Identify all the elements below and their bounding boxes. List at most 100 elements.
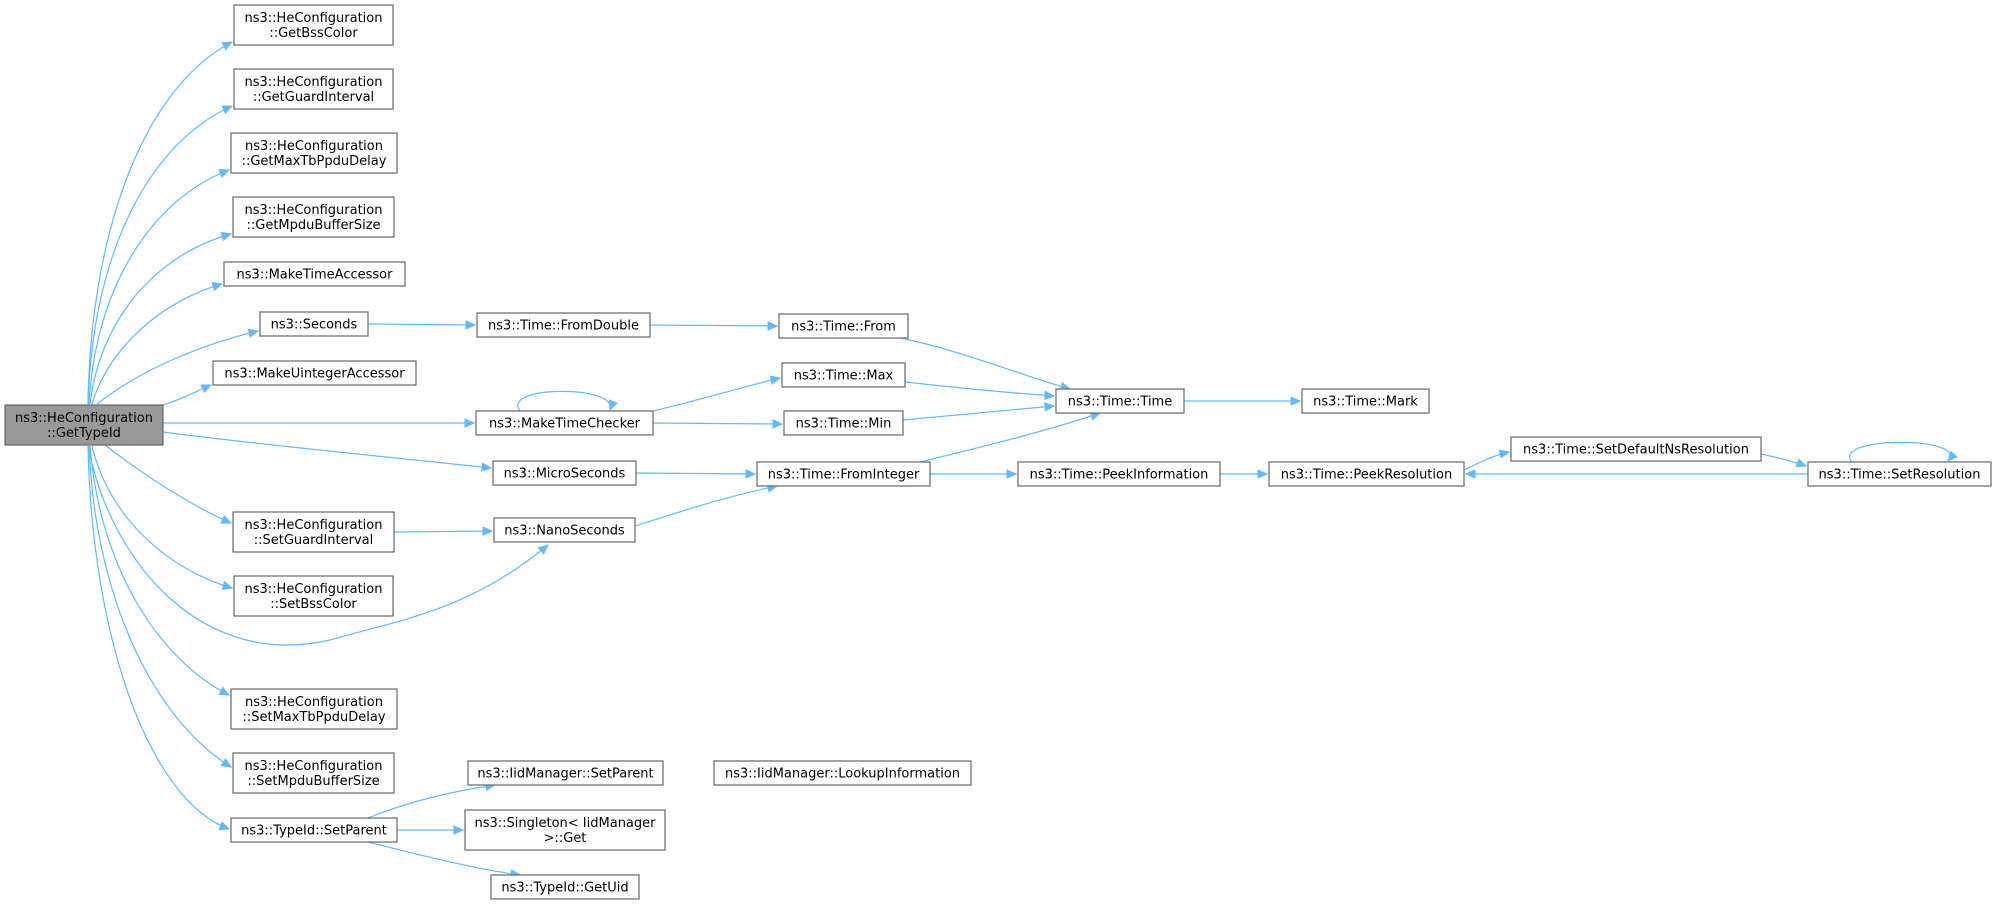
node-label-line: ::SetBssColor [270, 597, 357, 612]
node-label-line: ns3::HeConfiguration [245, 695, 383, 710]
node-setDefaultNsResolution[interactable]: ns3::Time::SetDefaultNsResolution [1510, 436, 1762, 462]
edge-line [899, 337, 1071, 390]
node-box[interactable] [232, 196, 395, 238]
node-box[interactable] [212, 360, 417, 386]
node-label-line: >::Get [544, 831, 587, 846]
arrow-head-icon [772, 419, 784, 429]
node-typeIdSetParent[interactable]: ns3::TypeId::SetParent [230, 817, 398, 843]
node-label-line: ns3::Time::Min [796, 417, 892, 432]
node-setBssColor[interactable]: ns3::HeConfiguration::SetBssColor [233, 575, 394, 617]
node-makeTimeAccessor[interactable]: ns3::MakeTimeAccessor [223, 261, 406, 287]
node-timeMark[interactable]: ns3::Time::Mark [1301, 388, 1430, 414]
node-nanoSeconds[interactable]: ns3::NanoSeconds [493, 517, 636, 543]
node-peekInformation[interactable]: ns3::Time::PeekInformation [1017, 461, 1221, 487]
node-label-line: ::GetTypeId [47, 426, 121, 441]
node-box[interactable] [492, 460, 637, 486]
edge-setGuardInterval-to-nanoSeconds [393, 526, 494, 536]
node-box[interactable] [223, 261, 406, 287]
node-timeMax[interactable]: ns3::Time::Max [781, 362, 906, 388]
node-setGuardInterval[interactable]: ns3::HeConfiguration::SetGuardInterval [232, 511, 395, 553]
node-getGuardInterval[interactable]: ns3::HeConfiguration::GetGuardInterval [233, 68, 394, 110]
node-box[interactable] [1807, 461, 1992, 487]
node-singletonGet[interactable]: ns3::Singleton< IidManager>::Get [464, 809, 666, 851]
node-box[interactable] [756, 461, 931, 487]
node-box[interactable] [1055, 388, 1185, 414]
node-seconds[interactable]: ns3::Seconds [259, 311, 369, 337]
node-label-line: ::SetMpduBufferSize [247, 774, 379, 789]
arrow-head-icon [218, 686, 231, 696]
node-box[interactable] [464, 809, 666, 851]
arrow-head-icon [1947, 450, 1958, 462]
node-box[interactable] [778, 313, 909, 339]
node-setMpduBufferSize[interactable]: ns3::HeConfiguration::SetMpduBufferSize [232, 752, 395, 794]
edge-peekResolution-to-setDefaultNsResolution [1463, 449, 1511, 471]
node-box[interactable] [781, 362, 906, 388]
edge-root-to-setBssColor [91, 445, 234, 590]
node-box[interactable] [1268, 461, 1465, 487]
arrow-head-icon [211, 281, 224, 292]
node-label-line: ns3::MakeTimeAccessor [237, 268, 394, 283]
node-getMaxTbPpduDelay[interactable]: ns3::HeConfiguration::GetMaxTbPpduDelay [230, 132, 398, 174]
node-label-line: ns3::HeConfiguration [245, 203, 383, 218]
node-box[interactable] [493, 517, 636, 543]
node-typeIdGetUid[interactable]: ns3::TypeId::GetUid [490, 874, 640, 900]
edge-line [919, 412, 1101, 463]
node-getBssColor[interactable]: ns3::HeConfiguration::GetBssColor [233, 4, 394, 46]
arrow-head-icon [247, 328, 260, 338]
node-box[interactable] [476, 312, 651, 338]
arrow-head-icon [767, 321, 779, 331]
node-box[interactable] [233, 4, 394, 46]
node-setResolution[interactable]: ns3::Time::SetResolution [1807, 461, 1992, 487]
edge-line [634, 485, 778, 527]
node-box[interactable] [467, 760, 664, 786]
node-box[interactable] [233, 575, 394, 617]
arrow-head-icon [1290, 396, 1302, 406]
node-label-line: ::GetGuardInterval [253, 90, 374, 105]
node-label-line: ns3::Time::Max [794, 369, 894, 384]
node-box[interactable] [783, 410, 904, 436]
node-timeMin[interactable]: ns3::Time::Min [783, 410, 904, 436]
node-makeTimeChecker[interactable]: ns3::MakeTimeChecker [475, 410, 654, 436]
edge-peekInformation-to-peekResolution [1220, 469, 1269, 479]
edge-setResolution-to-peekResolution [1464, 469, 1808, 479]
node-box[interactable] [713, 760, 972, 786]
node-box[interactable] [232, 511, 395, 553]
node-timeFrom[interactable]: ns3::Time::From [778, 313, 909, 339]
node-box[interactable] [259, 311, 369, 337]
node-iidLookupInformation[interactable]: ns3::IidManager::LookupInformation [713, 760, 972, 786]
node-label-line: ns3::Time::SetDefaultNsResolution [1523, 443, 1749, 458]
node-box[interactable] [4, 404, 164, 446]
node-box[interactable] [1510, 436, 1762, 462]
node-box[interactable] [1017, 461, 1221, 487]
node-box[interactable] [233, 68, 394, 110]
arrow-head-icon [537, 544, 549, 555]
node-iidSetParent[interactable]: ns3::IidManager::SetParent [467, 760, 664, 786]
edge-root-to-nanoSeconds [87, 445, 549, 646]
node-peekResolution[interactable]: ns3::Time::PeekResolution [1268, 461, 1465, 487]
node-box[interactable] [230, 688, 398, 730]
node-fromInteger[interactable]: ns3::Time::FromInteger [756, 461, 931, 487]
node-label-line: ::GetMaxTbPpduDelay [242, 154, 387, 169]
node-box[interactable] [230, 817, 398, 843]
edge-root-to-getGuardInterval [87, 105, 234, 405]
node-box[interactable] [1301, 388, 1430, 414]
edge-root-to-makeUintegerAccessor [162, 384, 213, 406]
node-microSeconds[interactable]: ns3::MicroSeconds [492, 460, 637, 486]
node-makeUintegerAccessor[interactable]: ns3::MakeUintegerAccessor [212, 360, 417, 386]
edge-line [162, 431, 492, 469]
arrow-head-icon [221, 41, 234, 51]
node-box[interactable] [490, 874, 640, 900]
node-label-line: ns3::Time::Time [1068, 395, 1172, 410]
node-box[interactable] [232, 752, 395, 794]
node-label-line: ns3::Singleton< IidManager [474, 816, 656, 831]
node-fromDouble[interactable]: ns3::Time::FromDouble [476, 312, 651, 338]
node-box[interactable] [475, 410, 654, 436]
node-getMpduBufferSize[interactable]: ns3::HeConfiguration::GetMpduBufferSize [232, 196, 395, 238]
edge-timeMax-to-timeTime [904, 381, 1056, 401]
node-box[interactable] [230, 132, 398, 174]
node-setMaxTbPpduDelay[interactable]: ns3::HeConfiguration::SetMaxTbPpduDelay [230, 688, 398, 730]
node-label-line: ns3::MakeTimeChecker [489, 417, 641, 432]
node-root[interactable]: ns3::HeConfiguration::GetTypeId [4, 404, 164, 446]
node-timeTime[interactable]: ns3::Time::Time [1055, 388, 1185, 414]
edge-microSeconds-to-fromInteger [635, 469, 757, 479]
